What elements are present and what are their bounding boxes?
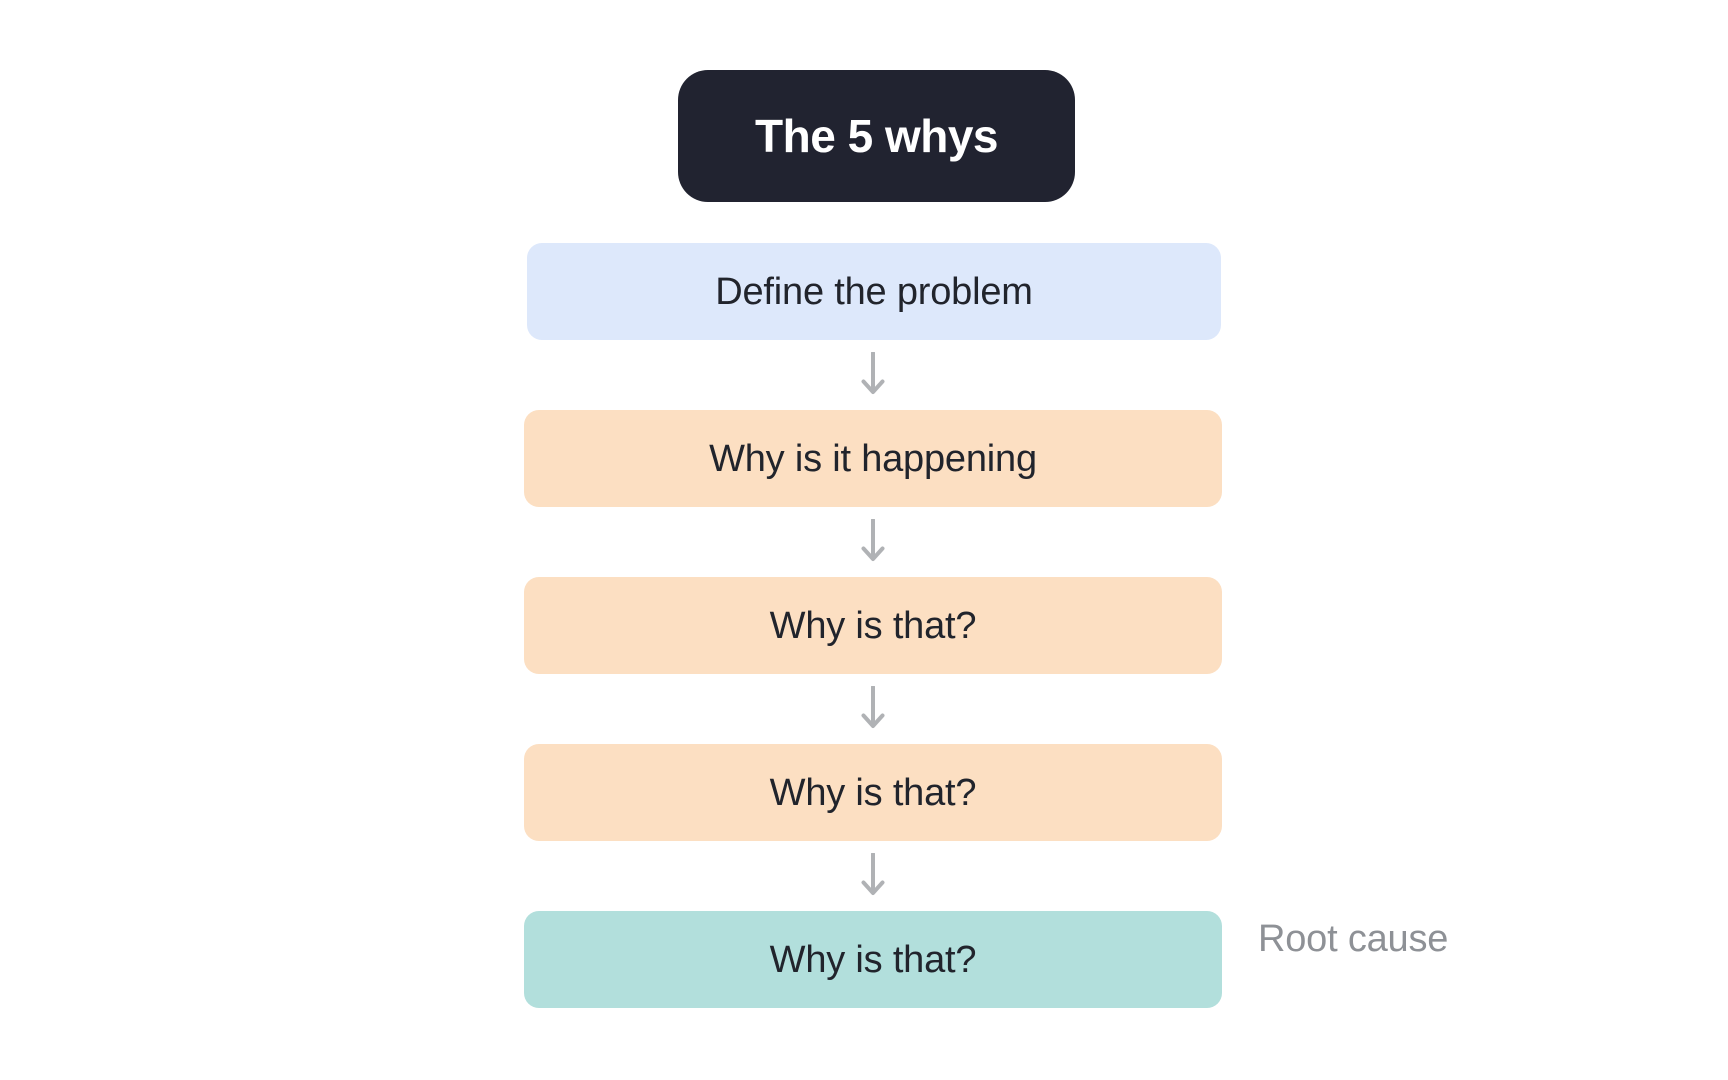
flow-connector-2: [524, 507, 1222, 577]
flow-step-5: Why is that?: [524, 911, 1222, 1008]
arrow-down-icon: [860, 519, 886, 565]
step-box-define-the-problem[interactable]: Define the problem: [527, 243, 1221, 340]
step-box-why-is-that-2[interactable]: Why is that?: [524, 744, 1222, 841]
step-label: Why is that?: [769, 771, 977, 814]
step-label: Define the problem: [715, 270, 1033, 313]
flow-connector-1: [524, 340, 1222, 410]
flow-step-1: Define the problem: [524, 243, 1222, 340]
step-label: Why is that?: [769, 604, 977, 647]
step-label: Why is that?: [769, 938, 977, 981]
step-box-why-is-that-root-cause[interactable]: Why is that?: [524, 911, 1222, 1008]
root-cause-annotation: Root cause: [1258, 918, 1449, 960]
flow-connector-4: [524, 841, 1222, 911]
flow-step-2: Why is it happening: [524, 410, 1222, 507]
step-box-why-is-that-1[interactable]: Why is that?: [524, 577, 1222, 674]
flow-step-4: Why is that?: [524, 744, 1222, 841]
five-whys-flow: Define the problem Why is it happening: [524, 243, 1222, 1008]
arrow-down-icon: [860, 686, 886, 732]
diagram-title-text: The 5 whys: [755, 110, 998, 162]
step-box-why-is-it-happening[interactable]: Why is it happening: [524, 410, 1222, 507]
diagram-title-pill: The 5 whys: [678, 70, 1075, 202]
flow-step-3: Why is that?: [524, 577, 1222, 674]
flow-connector-3: [524, 674, 1222, 744]
arrow-down-icon: [860, 352, 886, 398]
arrow-down-icon: [860, 853, 886, 899]
step-label: Why is it happening: [709, 437, 1037, 480]
